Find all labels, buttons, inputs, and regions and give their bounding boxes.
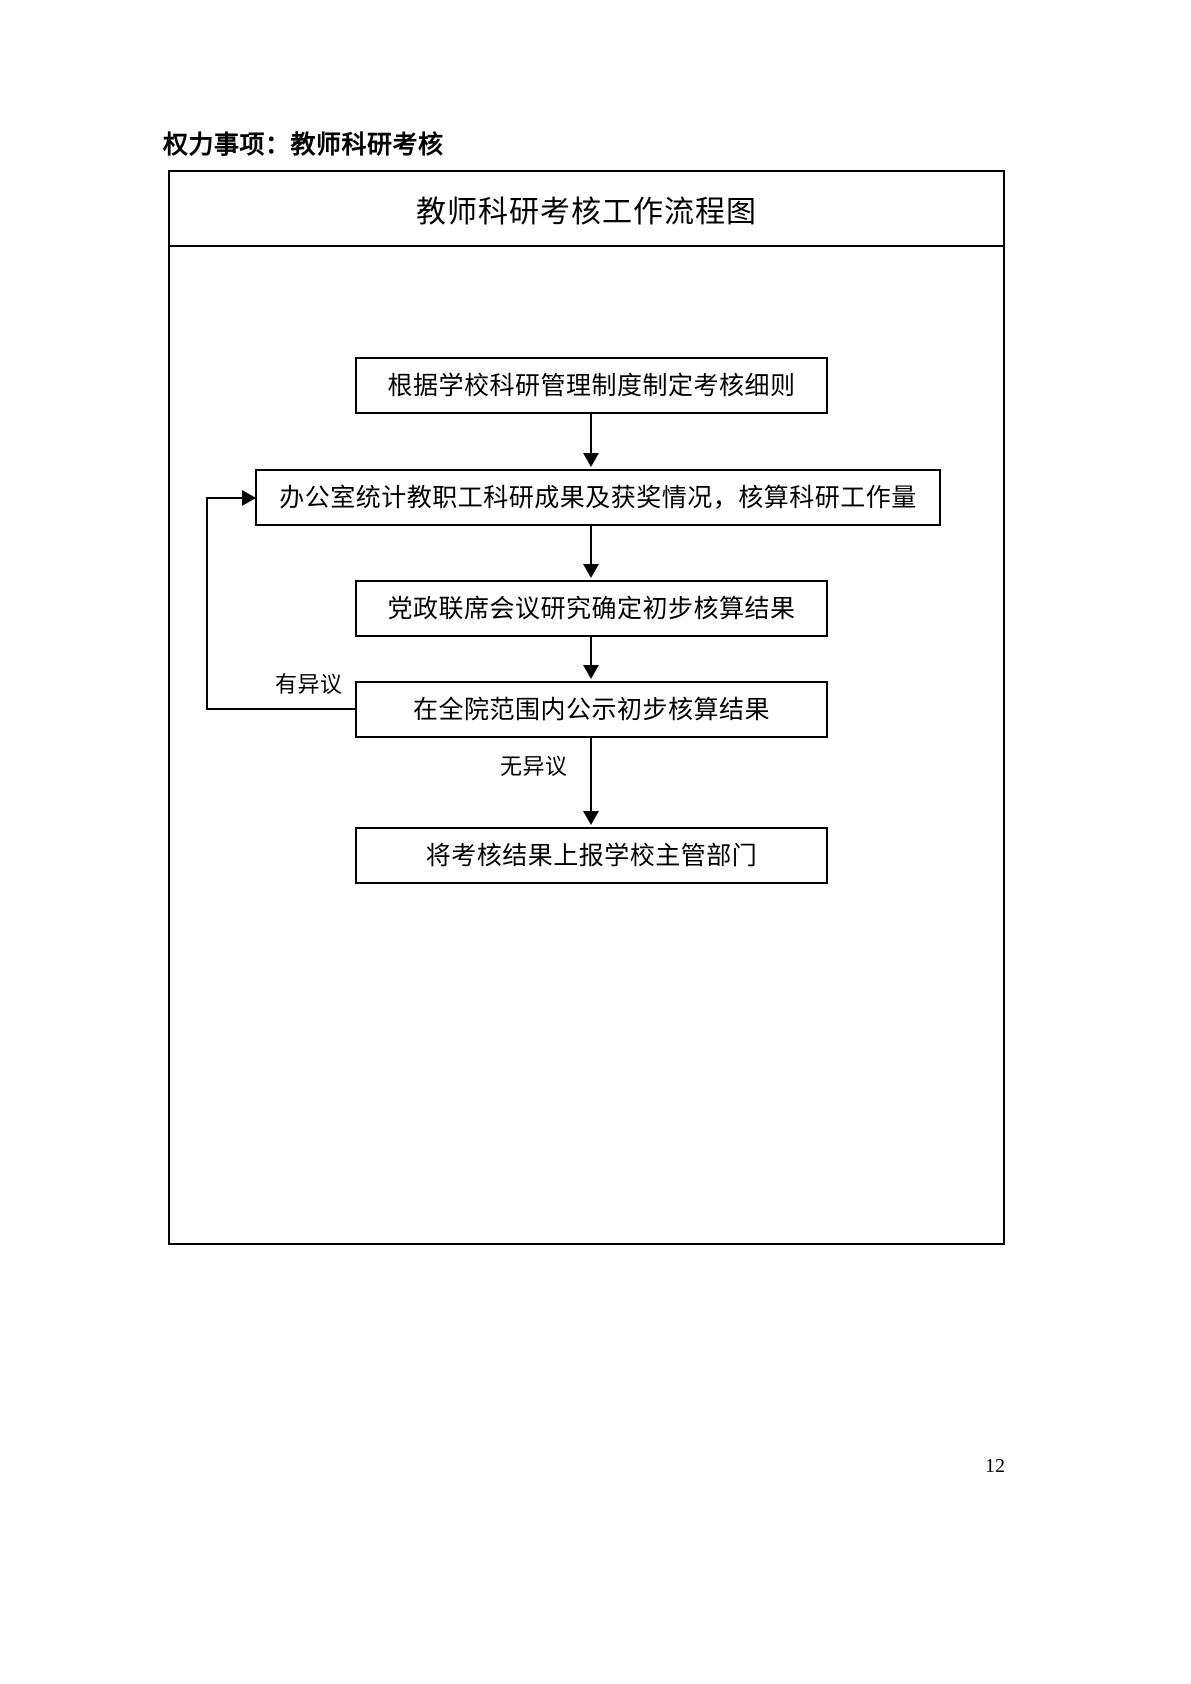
page-number: 12: [985, 1455, 1005, 1477]
flow-node-joint-meeting[interactable]: 党政联席会议研究确定初步核算结果: [355, 580, 828, 637]
feedback-loop-vertical-segment: [206, 498, 208, 710]
flow-node-office-statistics[interactable]: 办公室统计教职工科研成果及获奖情况，核算科研工作量: [255, 469, 941, 526]
arrow-down-icon-2: [583, 564, 599, 578]
arrow-right-icon-feedback: [242, 490, 256, 506]
connector-line-3: [590, 637, 592, 667]
flow-node-label: 在全院范围内公示初步核算结果: [412, 695, 770, 724]
flowchart-frame: 教师科研考核工作流程图 根据学校科研管理制度制定考核细则 办公室统计教职工科研成…: [168, 170, 1005, 1245]
flowchart-canvas: 根据学校科研管理制度制定考核细则 办公室统计教职工科研成果及获奖情况，核算科研工…: [170, 247, 1003, 1247]
flow-node-label: 办公室统计教职工科研成果及获奖情况，核算科研工作量: [279, 483, 917, 512]
arrow-down-icon-1: [583, 453, 599, 467]
flow-node-report-result[interactable]: 将考核结果上报学校主管部门: [355, 827, 828, 884]
flowchart-title-row: 教师科研考核工作流程图: [170, 172, 1003, 247]
flow-node-label: 根据学校科研管理制度制定考核细则: [387, 371, 796, 400]
feedback-loop-top-segment: [206, 497, 249, 499]
arrow-down-icon-3: [583, 665, 599, 679]
flow-node-label: 将考核结果上报学校主管部门: [425, 841, 758, 870]
connector-line-2: [590, 526, 592, 566]
connector-line-1: [590, 414, 592, 455]
feedback-loop-bottom-segment: [206, 708, 357, 710]
flowchart-title: 教师科研考核工作流程图: [416, 194, 757, 230]
arrow-down-icon-4: [583, 811, 599, 825]
connector-line-4: [590, 738, 592, 813]
flow-node-label: 党政联席会议研究确定初步核算结果: [387, 594, 796, 623]
edge-label-objection: 有异议: [275, 673, 343, 698]
edge-label-no-objection: 无异议: [500, 755, 568, 780]
page-title: 权力事项：教师科研考核: [163, 130, 444, 159]
flow-node-define-rules[interactable]: 根据学校科研管理制度制定考核细则: [355, 357, 828, 414]
flow-node-public-announcement[interactable]: 在全院范围内公示初步核算结果: [355, 681, 828, 738]
